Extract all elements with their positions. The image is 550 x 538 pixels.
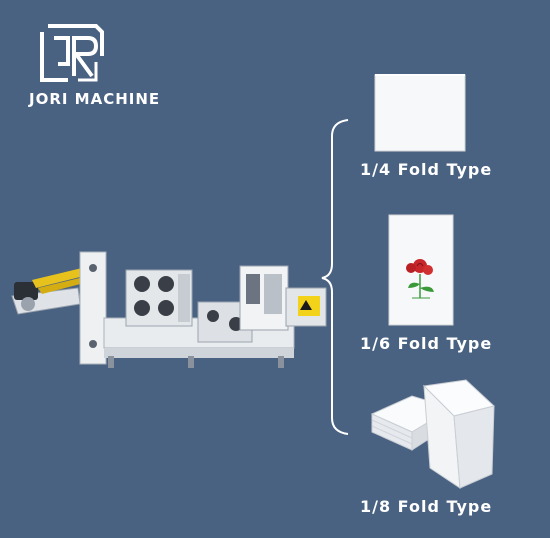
product-label: 1/4 Fold Type	[360, 160, 493, 179]
brand-name: JORI MACHINE	[29, 90, 161, 108]
product-label: 1/8 Fold Type	[360, 497, 493, 516]
jr-logo-icon	[38, 22, 106, 84]
napkin-folding-machine-image	[8, 244, 328, 370]
bracket-divider	[318, 118, 358, 438]
sixth-fold-rose-napkin-image	[388, 214, 454, 326]
eighth-fold-napkin-stack-image	[368, 378, 498, 490]
product-label: 1/6 Fold Type	[360, 334, 493, 353]
quarter-fold-napkin-image	[374, 74, 466, 152]
